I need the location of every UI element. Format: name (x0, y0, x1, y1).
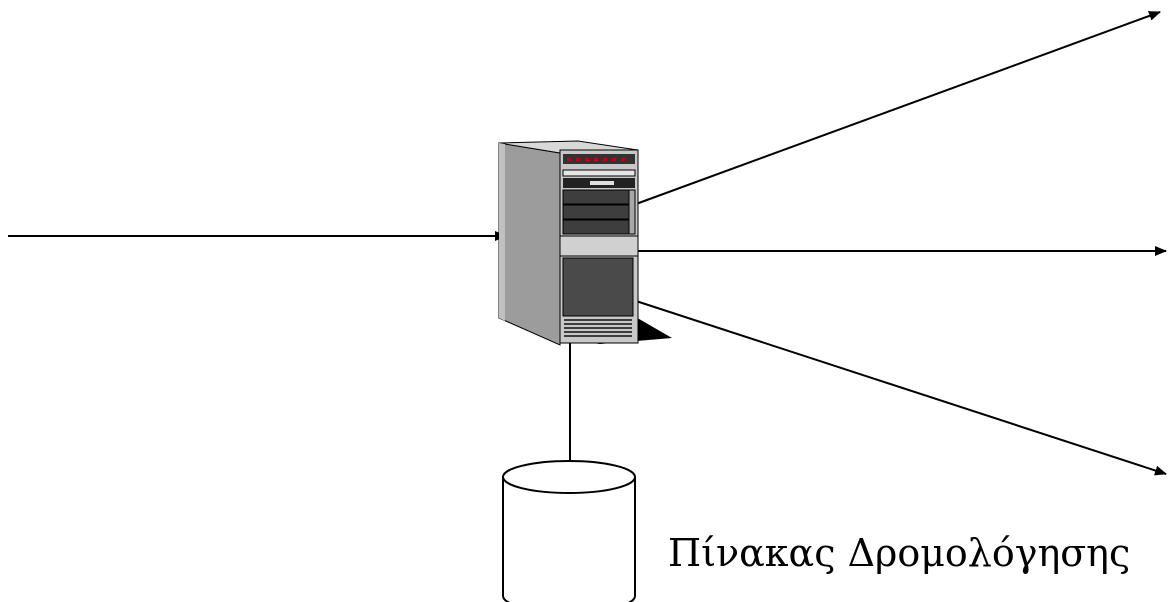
drive-bay-4 (562, 219, 630, 235)
database-top (502, 460, 636, 494)
server-lower-door (562, 257, 634, 317)
drive-bay-3 (562, 204, 630, 220)
server-icon (498, 140, 672, 346)
status-leds (567, 158, 625, 161)
routing-table-label: Πίνακας Δρομολόγησης (668, 531, 1131, 575)
outgoing-arrow-bottom (635, 300, 1167, 476)
database-icon (502, 460, 636, 602)
database-body (502, 477, 636, 602)
drive-bay-2 (562, 189, 630, 205)
server-side-panel (498, 142, 561, 346)
server-vents (564, 319, 632, 337)
outgoing-arrow-top (635, 11, 1161, 205)
